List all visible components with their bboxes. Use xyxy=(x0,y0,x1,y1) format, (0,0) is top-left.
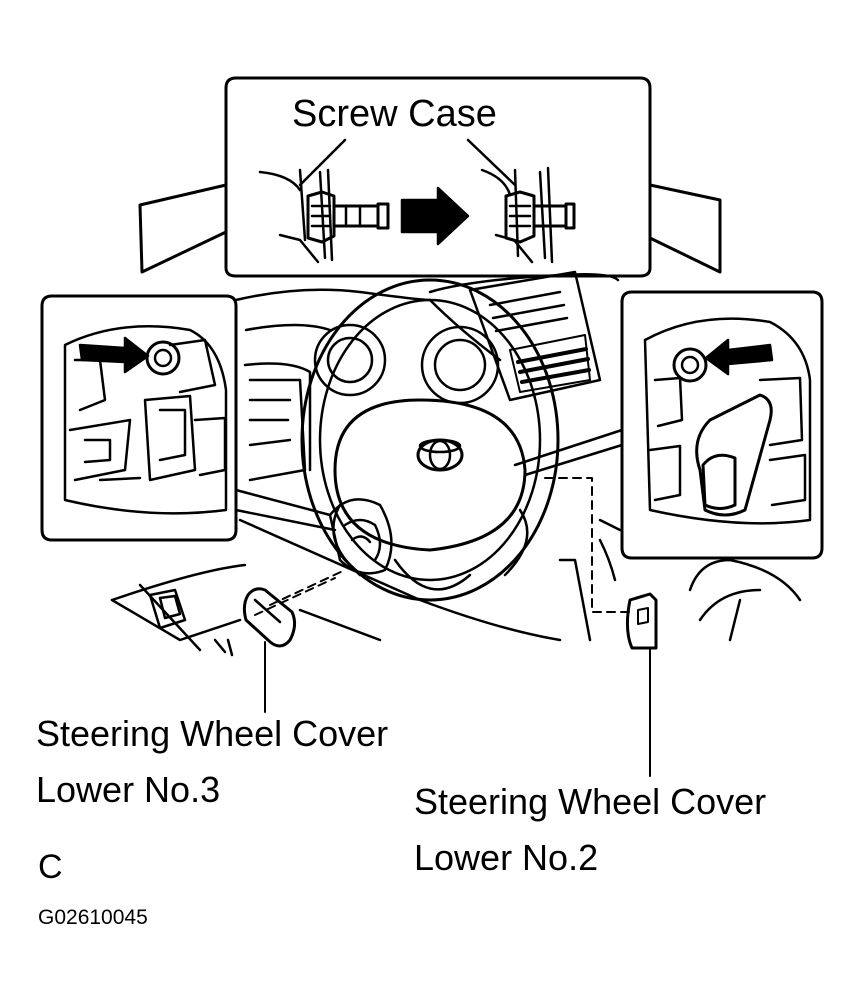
arrow-right-icon xyxy=(78,336,150,374)
cover-no2-label-line2: Lower No.2 xyxy=(414,837,599,878)
figure-code: G02610045 xyxy=(38,906,148,929)
cover-no2-label-line1: Steering Wheel Cover xyxy=(414,781,767,822)
arrow-right-icon xyxy=(400,186,470,246)
left-screw-inset xyxy=(40,294,337,542)
cover-no3-label-line2: Lower No.3 xyxy=(36,769,221,810)
screw-case-inset xyxy=(138,76,722,278)
cover-lower-no2-part xyxy=(625,592,658,650)
label-leader-lines xyxy=(264,641,651,777)
right-screw-inset xyxy=(513,290,824,560)
view-letter: C xyxy=(38,848,63,886)
arrow-left-icon xyxy=(704,338,774,376)
dashboard-line-art xyxy=(110,270,802,657)
toyota-logo-icon xyxy=(416,438,464,472)
cover-lower-no3-part xyxy=(242,587,297,648)
cover-no3-label-line1: Steering Wheel Cover xyxy=(36,713,389,754)
screw-case-label: Screw Case xyxy=(292,93,497,135)
screw-case-after xyxy=(480,166,576,264)
removal-path-lines xyxy=(254,477,631,616)
steering-wheel xyxy=(300,278,560,602)
screw-case-before xyxy=(258,168,390,264)
